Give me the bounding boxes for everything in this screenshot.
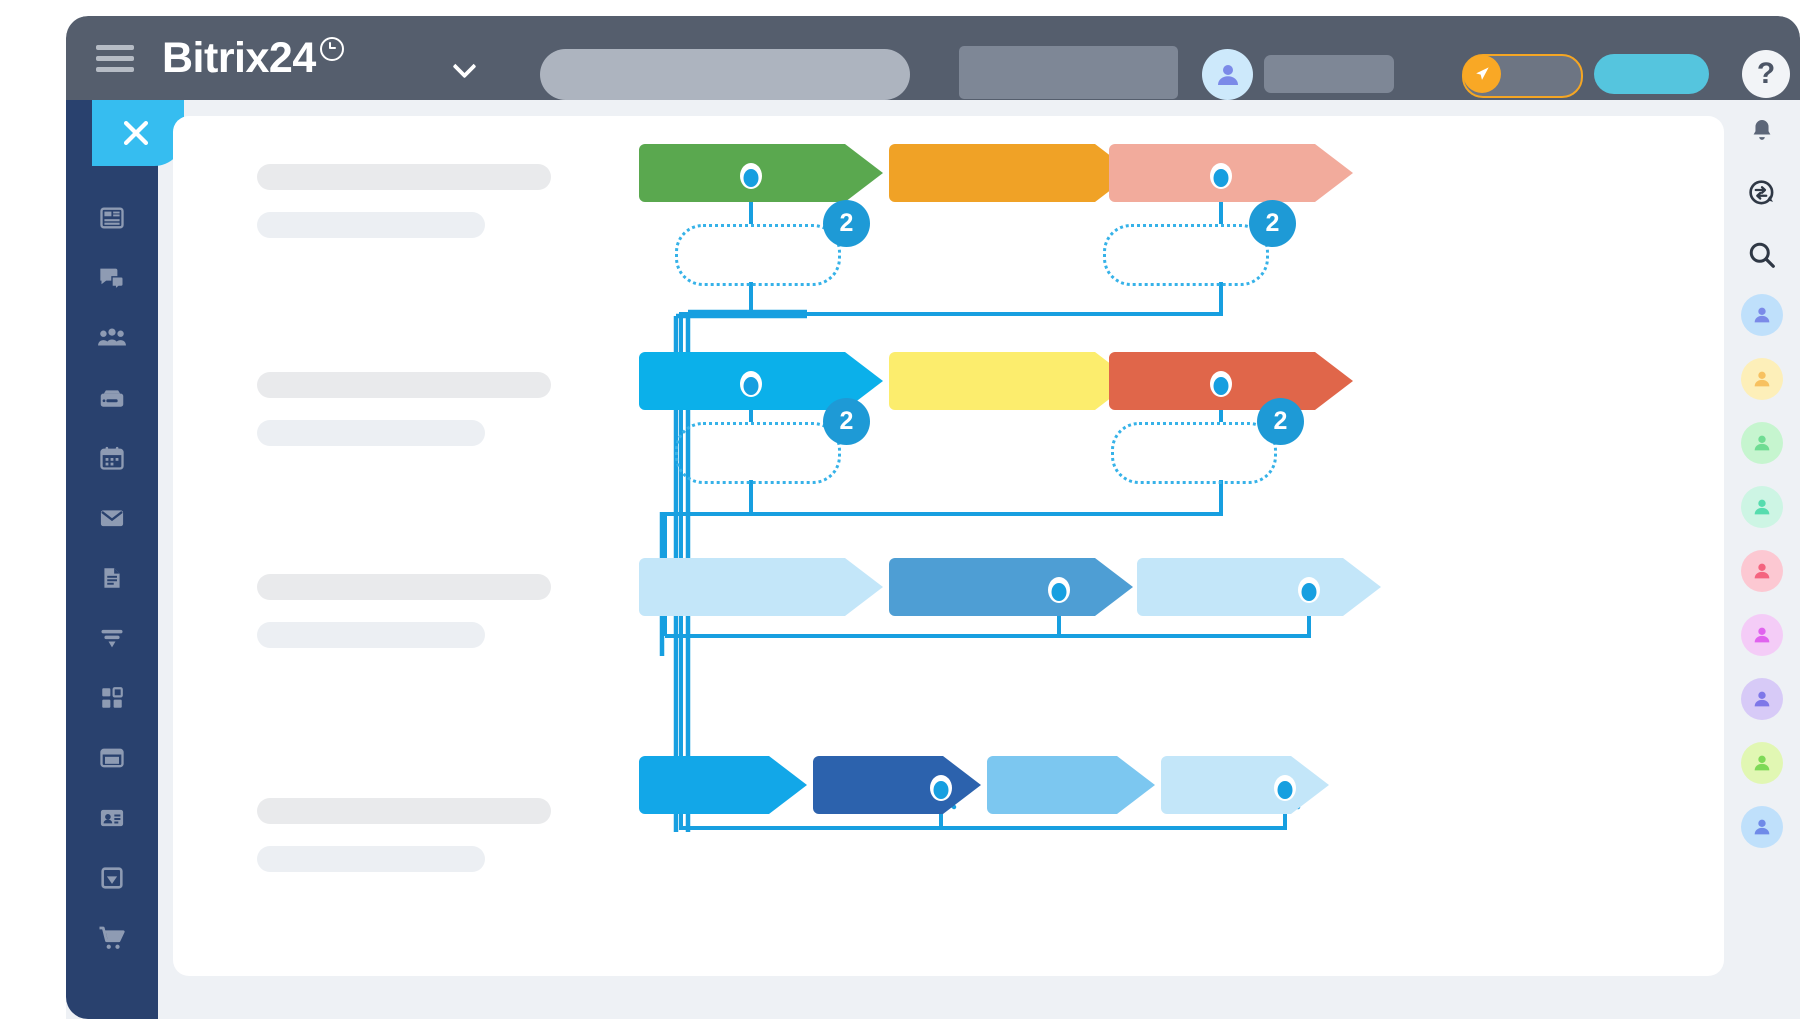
online-user-2[interactable] [1724, 358, 1800, 400]
stage-midblue[interactable] [889, 558, 1139, 616]
workflow-canvas: 2 2 2 2 [173, 116, 1724, 976]
nav-block[interactable] [959, 46, 1178, 99]
sidebar-item-documents[interactable] [66, 556, 158, 600]
skeleton-title-2 [257, 372, 551, 398]
stage-bottom-pale[interactable] [1161, 756, 1335, 814]
sidebar-item-crm[interactable] [66, 796, 158, 840]
apps-grid-icon [102, 687, 123, 708]
drive-icon [100, 390, 124, 407]
stage-yellow[interactable] [889, 352, 1139, 410]
close-x-icon [123, 120, 149, 146]
sidebar-item-tasks[interactable] [66, 856, 158, 900]
clock-icon [319, 37, 344, 61]
user-avatar-icon [1741, 678, 1783, 720]
user-avatar-icon [1741, 806, 1783, 848]
sidebar-item-company[interactable] [66, 316, 158, 360]
sidebar-item-sites[interactable] [66, 736, 158, 780]
online-user-3[interactable] [1724, 422, 1800, 464]
top-bar: Bitrix24 ? [66, 16, 1800, 100]
badge-count-row2-right[interactable]: 2 [1257, 398, 1304, 445]
sidebar-item-drive[interactable] [66, 376, 158, 420]
search-magnifier-icon [1749, 242, 1775, 268]
stage-bottom-blue[interactable] [639, 756, 813, 814]
avatar[interactable] [1202, 49, 1253, 100]
stage-bottom-sky[interactable] [987, 756, 1161, 814]
drop-slot-row1-right[interactable] [1103, 224, 1269, 286]
sidebar-item-calendar[interactable] [66, 436, 158, 480]
browser-window-icon [100, 748, 124, 768]
shopping-cart-icon [99, 926, 125, 949]
stage-red[interactable] [1109, 352, 1359, 410]
stage-bottom-navy[interactable] [813, 756, 987, 814]
stage-orange[interactable] [889, 144, 1139, 202]
search-button[interactable] [1724, 234, 1800, 276]
skeleton-sub-4 [257, 846, 485, 872]
user-avatar-icon [1741, 614, 1783, 656]
bell-notification-icon [1753, 120, 1771, 140]
skeleton-sub-3 [257, 622, 485, 648]
sidebar-item-apps[interactable] [66, 676, 158, 720]
calendar-icon [100, 446, 124, 470]
user-avatar-icon [1741, 422, 1783, 464]
page-title: Bitrix24 [162, 34, 344, 82]
online-user-4[interactable] [1724, 486, 1800, 528]
skeleton-sub-2 [257, 420, 485, 446]
user-avatar-icon [1741, 294, 1783, 336]
online-user-5[interactable] [1724, 550, 1800, 592]
news-feed-icon [100, 207, 124, 229]
funnel-filter-icon [101, 629, 123, 648]
document-icon [104, 568, 120, 588]
online-user-8[interactable] [1724, 742, 1800, 784]
skeleton-title-4 [257, 798, 551, 824]
mail-envelope-icon [100, 510, 124, 527]
brand-text: Bitrix24 [162, 33, 316, 82]
sidebar-item-funnel[interactable] [66, 616, 158, 660]
badge-count-row2-left[interactable]: 2 [823, 398, 870, 445]
online-user-7[interactable] [1724, 678, 1800, 720]
rocket-icon [1463, 55, 1501, 93]
user-avatar-icon [1741, 550, 1783, 592]
search-input[interactable] [540, 49, 910, 100]
user-avatar-icon [1741, 486, 1783, 528]
help-button[interactable]: ? [1742, 50, 1790, 98]
drop-slot-row1-left[interactable] [675, 224, 841, 286]
sidebar-item-store[interactable] [66, 916, 158, 960]
chat-bubbles-icon [100, 268, 124, 291]
sidebar-item-chat[interactable] [66, 256, 158, 300]
user-avatar-icon [1741, 742, 1783, 784]
close-panel-button[interactable] [92, 100, 184, 166]
drop-slot-row2-left[interactable] [675, 422, 841, 484]
rocket-pill[interactable] [1462, 54, 1583, 98]
stage-lightblue-1[interactable] [639, 558, 889, 616]
user-name-block[interactable] [1264, 55, 1394, 93]
stage-green[interactable] [639, 144, 889, 202]
left-sidebar [66, 100, 184, 1019]
contact-card-icon [100, 809, 124, 827]
badge-count-row1-left[interactable]: 2 [823, 200, 870, 247]
tasks-checkbox-icon [101, 867, 123, 889]
right-sidebar [1724, 100, 1800, 1019]
chevron-down-icon[interactable] [456, 58, 474, 76]
teal-pill[interactable] [1594, 54, 1709, 94]
hamburger-menu-icon[interactable] [96, 45, 134, 72]
chat-exchange-icon [1749, 180, 1774, 205]
user-avatar-icon [1741, 358, 1783, 400]
group-people-icon [98, 328, 126, 346]
online-user-6[interactable] [1724, 614, 1800, 656]
online-user-1[interactable] [1724, 294, 1800, 336]
notifications-button[interactable] [1724, 110, 1800, 152]
stage-lightblue-2[interactable] [1137, 558, 1387, 616]
stage-salmon[interactable] [1109, 144, 1359, 202]
drop-slot-row2-right[interactable] [1111, 422, 1277, 484]
messenger-button[interactable] [1724, 172, 1800, 214]
badge-count-row1-right[interactable]: 2 [1249, 200, 1296, 247]
skeleton-title-1 [257, 164, 551, 190]
sidebar-item-feed[interactable] [66, 196, 158, 240]
online-user-9[interactable] [1724, 806, 1800, 848]
user-avatar-icon [1217, 64, 1238, 85]
skeleton-title-3 [257, 574, 551, 600]
sidebar-item-mail[interactable] [66, 496, 158, 540]
bitrix24-window: Bitrix24 ? [66, 16, 1800, 1019]
skeleton-sub-1 [257, 212, 485, 238]
